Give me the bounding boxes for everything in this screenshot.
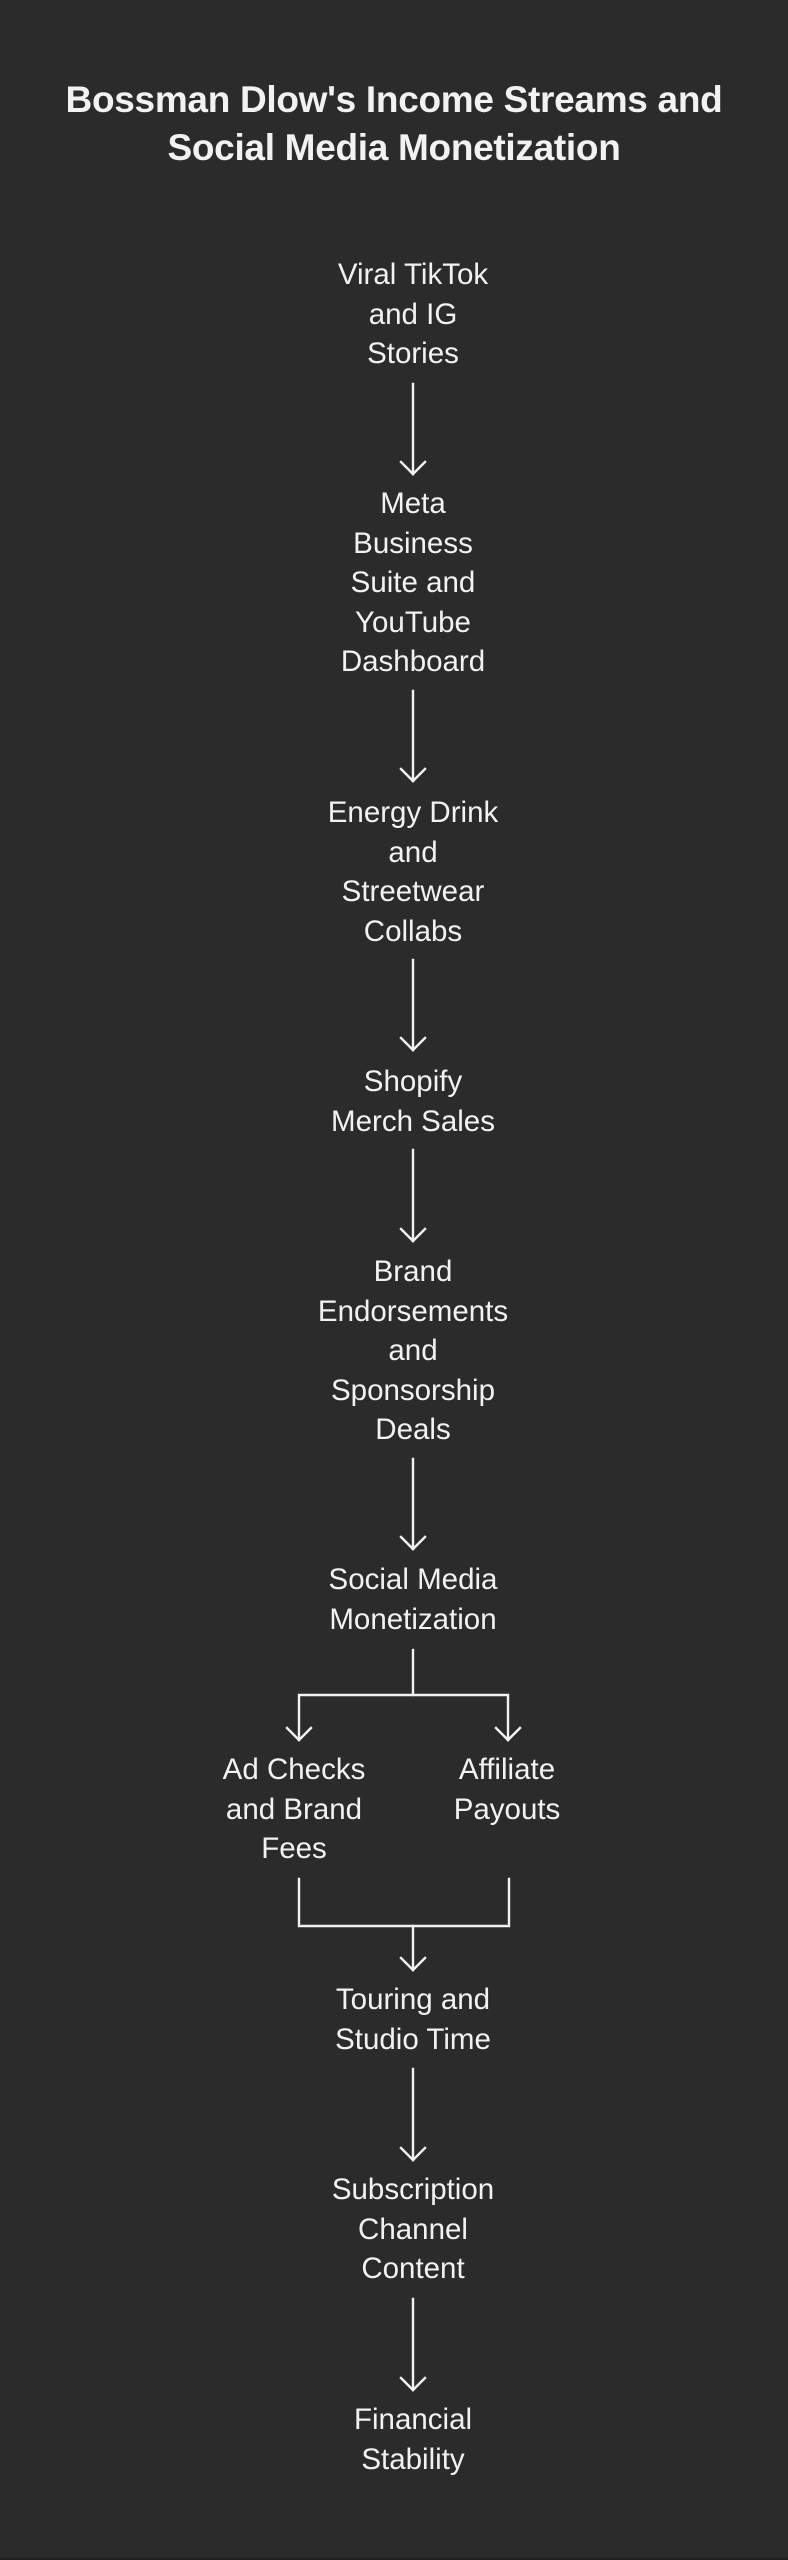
diagram-title: Bossman Dlow's Income Streams and Social… — [0, 76, 788, 172]
node-brand-endorsements-sponsorship: Brand Endorsements and Sponsorship Deals — [317, 1255, 509, 1446]
node-subscription-channel-content: Subscription Channel Content — [331, 2173, 495, 2285]
edge-subscription-to-financial — [399, 2297, 427, 2392]
edge-viral-to-meta — [399, 382, 427, 476]
edge-merge-to-touring — [297, 1877, 511, 1972]
node-shopify-merch-sales: Shopify Merch Sales — [331, 1065, 495, 1138]
node-affiliate-payouts: Affiliate Payouts — [453, 1753, 561, 1826]
node-viral-tiktok-ig-stories: Viral TikTok and IG Stories — [337, 258, 489, 370]
node-energy-drink-streetwear-collabs: Energy Drink and Streetwear Collabs — [327, 796, 499, 948]
edge-touring-to-subscription — [399, 2067, 427, 2162]
node-ad-checks-brand-fees: Ad Checks and Brand Fees — [222, 1753, 366, 1865]
edge-brand-to-social — [399, 1457, 427, 1551]
title-line-1: Bossman Dlow's Income Streams and — [65, 79, 723, 120]
node-financial-stability: Financial Stability — [353, 2403, 473, 2476]
edge-shopify-to-brand — [399, 1148, 427, 1243]
node-touring-studio-time: Touring and Studio Time — [335, 1983, 491, 2056]
edge-social-branch — [285, 1648, 522, 1742]
node-social-media-monetization: Social Media Monetization — [328, 1563, 498, 1636]
title-line-2: Social Media Monetization — [167, 127, 621, 168]
edge-energy-to-shopify — [399, 958, 427, 1052]
node-meta-business-youtube-dashboard: Meta Business Suite and YouTube Dashboar… — [340, 487, 486, 678]
edge-meta-to-energy — [399, 689, 427, 783]
